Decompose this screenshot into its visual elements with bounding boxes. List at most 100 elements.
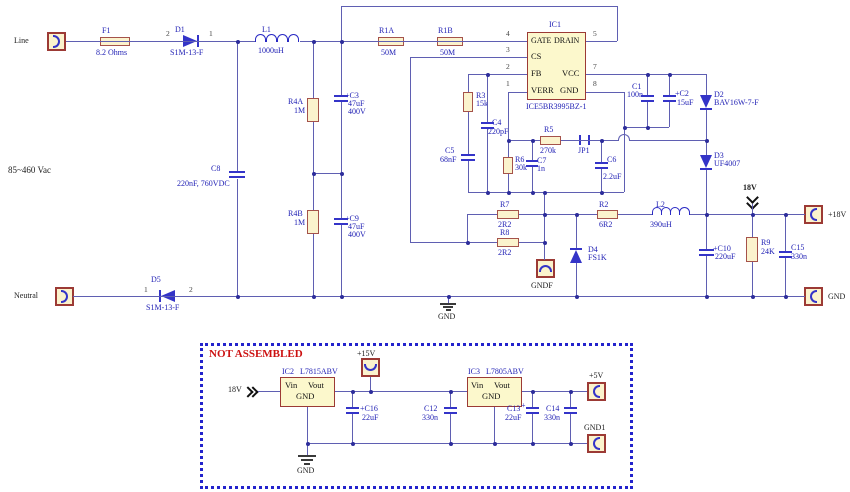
- not-assembled-title: NOT ASSEMBLED: [209, 348, 303, 360]
- c6-value: 2.2uF: [603, 172, 622, 181]
- d1-pin-1: 1: [209, 29, 213, 38]
- capacitor-plate: [698, 254, 714, 256]
- capacitor-plate: [345, 407, 359, 409]
- gnd-symbol-label: GND: [438, 312, 456, 321]
- l2-inductor-icon: [679, 207, 690, 215]
- gnd-symbol-label: GND: [297, 466, 315, 475]
- ic2-pin-vout: Vout: [308, 380, 324, 390]
- wire: [313, 234, 314, 296]
- ic1-pin-number-2: 2: [506, 62, 510, 71]
- ic2-ref: IC2: [282, 367, 294, 376]
- wire: [706, 140, 707, 155]
- capacitor-plate: [334, 100, 348, 102]
- wire: [467, 214, 468, 242]
- c12-ref: C12: [424, 404, 438, 413]
- plus18v-port: [804, 205, 823, 224]
- d5-ref: D5: [151, 275, 161, 284]
- ic3-pin-vout: Vout: [494, 380, 510, 390]
- d2-diode-icon: [700, 95, 712, 108]
- wire: [313, 122, 314, 173]
- c9-value1: 47uF: [348, 222, 365, 231]
- r2-value: 6R2: [599, 220, 613, 229]
- capacitor-plate: [698, 249, 714, 251]
- wire: [706, 110, 707, 140]
- capacitor-plate: [461, 154, 475, 156]
- ic3-pin-vin: Vin: [471, 380, 484, 390]
- capacitor-plate: [443, 412, 457, 414]
- junction-dot: [448, 441, 453, 446]
- c9-value2: 400V: [348, 230, 366, 239]
- d4-diode-icon: [570, 250, 582, 263]
- junction-dot: [530, 138, 535, 143]
- d3-ref: D3: [714, 151, 724, 160]
- wire: [570, 414, 571, 443]
- junction-dot: [645, 72, 650, 77]
- wire: [601, 140, 602, 162]
- c8-ref: C8: [211, 164, 221, 173]
- junction-dot: [339, 171, 344, 176]
- wire: [669, 102, 670, 127]
- r7-resistor: [497, 210, 519, 219]
- junction-dot: [446, 294, 451, 299]
- port-arc-icon: [61, 290, 68, 303]
- wire: [341, 102, 342, 173]
- port-arc-icon: [539, 265, 552, 272]
- wire: [341, 6, 617, 7]
- junction-dot: [492, 441, 497, 446]
- d4-value: FS1K: [588, 253, 607, 262]
- r8-resistor: [497, 238, 519, 247]
- d3-cathode-bar: [700, 168, 712, 170]
- f1-ref: F1: [102, 26, 111, 35]
- junction-dot: [704, 138, 709, 143]
- d3-diode-icon: [700, 155, 712, 168]
- capacitor-plate: [525, 407, 539, 409]
- plus5v-port: [587, 382, 606, 401]
- wire: [508, 92, 527, 93]
- wire: [313, 41, 314, 98]
- junction-dot: [311, 39, 316, 44]
- capacitor-plate: [640, 95, 654, 97]
- junction-dot: [448, 389, 453, 394]
- wire: [785, 258, 786, 296]
- r4b-ref: R4B: [288, 209, 303, 218]
- d2-value: BAV16W-7-F: [714, 98, 759, 107]
- wire: [508, 174, 509, 192]
- wire: [468, 112, 469, 154]
- l1-inductor-icon: [255, 34, 266, 42]
- plus5v-port-label: +5V: [589, 371, 604, 380]
- junction-dot: [530, 190, 535, 195]
- c8-value: 220nF, 760VDC: [177, 179, 230, 188]
- ic1-part: ICE5BR3995BZ-1: [526, 102, 587, 111]
- c1-value: 100n: [627, 90, 643, 99]
- wire: [576, 214, 577, 248]
- r7-value: 2R2: [498, 220, 512, 229]
- junction-dot: [506, 138, 511, 143]
- c15-value: 330n: [791, 252, 807, 261]
- ic1-ref: IC1: [549, 20, 561, 29]
- wire: [601, 169, 602, 192]
- c16-value: 22uF: [362, 413, 379, 422]
- junction-dot: [599, 190, 604, 195]
- d5-pin-2: 2: [189, 285, 193, 294]
- gndf-port-label: GNDF: [531, 281, 553, 290]
- capacitor-plate: [662, 95, 676, 97]
- plus15v-port-label: +15V: [357, 349, 376, 358]
- wire: [450, 391, 451, 407]
- wire: [647, 74, 648, 95]
- port-arc-icon: [593, 385, 600, 398]
- not-assembled-region: [200, 343, 633, 489]
- line-port-label: Line: [14, 36, 29, 45]
- c7-ref: C7: [537, 156, 547, 165]
- capacitor-plate: [594, 162, 608, 164]
- wire: [669, 74, 670, 95]
- r3-ref: R3: [476, 91, 486, 100]
- gnd-port-label: GND: [828, 292, 846, 301]
- r6-value: 30k: [515, 163, 527, 172]
- plus15v-port: [361, 358, 380, 377]
- ic1-pin-fb: FB: [531, 68, 542, 78]
- line-port: [47, 32, 66, 51]
- junction-dot: [599, 138, 604, 143]
- wire: [647, 102, 648, 127]
- r4a-ref: R4A: [288, 97, 304, 106]
- l1-ref: L1: [262, 25, 271, 34]
